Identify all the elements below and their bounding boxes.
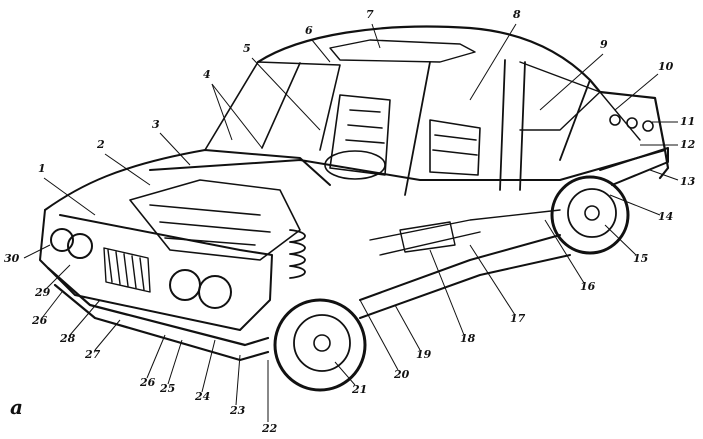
rear-seat — [429, 119, 481, 176]
callout-number-15: 15 — [633, 252, 648, 265]
callout-number-12: 12 — [680, 138, 696, 151]
rear-window — [519, 61, 641, 141]
leader-line-19 — [394, 304, 421, 351]
callout-number-10: 10 — [658, 60, 674, 73]
callout-number-28: 28 — [59, 332, 76, 345]
front-wheel-hub — [313, 334, 331, 352]
front-fascia — [39, 209, 273, 331]
rear-light-1 — [609, 114, 621, 126]
callout-number-4: 4 — [203, 68, 211, 81]
leader-line-24 — [201, 339, 216, 393]
rear-wheel-rim — [567, 188, 617, 238]
leader-line-26 — [146, 334, 166, 379]
callout-number-9: 9 — [600, 38, 608, 51]
leader-line-28 — [69, 299, 101, 336]
callout-number-6: 6 — [305, 24, 313, 37]
leader-line-31 — [41, 291, 63, 319]
leader-line-20 — [359, 299, 399, 371]
leader-line-10 — [614, 73, 659, 111]
leader-lines — [23, 23, 679, 422]
headlight-left-inner — [169, 269, 201, 301]
callout-number-17: 17 — [510, 312, 526, 325]
callout-number-16: 16 — [580, 280, 596, 293]
rear-bumper — [599, 147, 669, 186]
leader-line-27 — [94, 319, 121, 351]
door-pillars — [404, 59, 591, 196]
body-sill — [359, 234, 571, 319]
callout-number-3: 3 — [152, 118, 160, 131]
headlight-left-outer — [198, 275, 232, 309]
leader-line-13 — [649, 169, 679, 181]
callout-number-8: 8 — [513, 8, 521, 21]
callout-number-7: 7 — [366, 8, 374, 21]
steering-wheel — [324, 150, 386, 180]
leader-line-6 — [311, 39, 331, 63]
rear-light-2 — [626, 117, 638, 129]
leader-line-4-b — [211, 83, 263, 149]
callout-number-29: 29 — [34, 286, 51, 299]
callout-number-27: 27 — [84, 348, 101, 361]
leader-line-21 — [334, 361, 356, 386]
headlight-right-inner — [50, 228, 74, 252]
floor-pan — [369, 209, 561, 256]
leader-line-18 — [429, 249, 465, 336]
leader-line-14 — [609, 194, 661, 216]
rear-wheel-hub — [584, 205, 600, 221]
callout-number-14: 14 — [658, 210, 673, 223]
rear-light-3 — [642, 120, 654, 132]
callout-number-13: 13 — [680, 175, 696, 188]
hood-outline — [44, 149, 331, 211]
callout-number-24: 24 — [194, 390, 210, 403]
front-seat — [329, 94, 391, 176]
leader-line-5 — [251, 57, 321, 131]
callout-number-26: 26 — [139, 376, 156, 389]
callout-number-22: 22 — [261, 422, 278, 435]
headlight-right-outer — [67, 233, 93, 259]
figure-caption-letter: a — [10, 395, 23, 419]
callout-number-31: 26 — [31, 314, 48, 327]
callout-number-18: 18 — [460, 332, 476, 345]
leader-line-4 — [211, 83, 233, 141]
callout-number-1: 1 — [38, 162, 46, 175]
callout-number-25: 25 — [159, 382, 175, 395]
callout-number-20: 20 — [393, 368, 410, 381]
callout-number-23: 23 — [229, 404, 246, 417]
belt-line — [149, 149, 666, 181]
callout-number-2: 2 — [96, 138, 105, 151]
engine-block — [129, 179, 301, 261]
front-suspension-spring — [289, 229, 306, 279]
rear-wheel-tyre — [550, 175, 630, 255]
windshield — [204, 61, 341, 151]
callout-number-30: 30 — [4, 252, 20, 265]
leader-line-17 — [469, 244, 516, 316]
callout-number-19: 19 — [416, 348, 432, 361]
kidney-grille — [103, 247, 151, 293]
callout-number-5: 5 — [243, 42, 251, 55]
callout-number-21: 21 — [351, 383, 367, 396]
leader-line-30 — [23, 244, 51, 259]
leader-line-8 — [469, 23, 517, 101]
leader-line-2 — [104, 153, 151, 186]
callout-number-11: 11 — [680, 115, 695, 128]
leader-line-3 — [159, 132, 191, 166]
leader-line-23 — [235, 354, 241, 406]
leader-line-29 — [44, 264, 71, 291]
front-wheel-rim — [293, 314, 351, 372]
car-illustration — [39, 25, 670, 392]
sunroof — [329, 39, 476, 63]
front-wheel-tyre — [273, 298, 367, 392]
leader-line-9 — [539, 53, 604, 111]
leader-line-1 — [43, 177, 96, 216]
front-bumper — [46, 266, 270, 362]
leader-line-15 — [604, 224, 637, 256]
leader-line-25 — [167, 339, 183, 385]
leader-line-16 — [544, 219, 585, 284]
leader-line-7 — [371, 23, 381, 49]
